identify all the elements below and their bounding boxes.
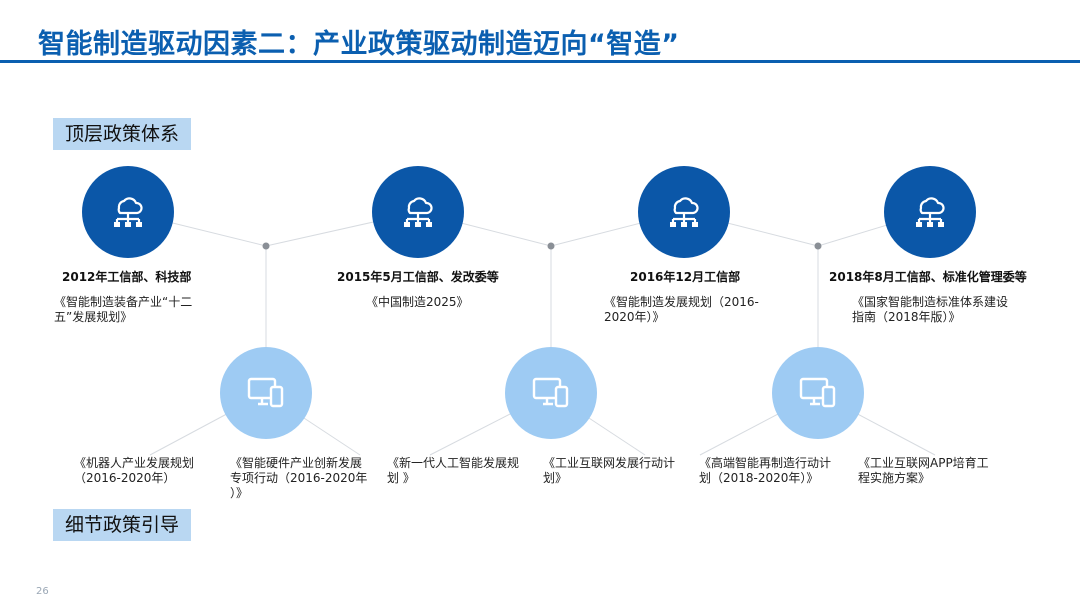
detail-policy-node-2: [505, 347, 597, 439]
page-number: 26: [36, 586, 49, 597]
top-policy-doc-3: 《智能制造发展规划（2016- 2020年）》: [604, 295, 759, 325]
doc-line: 2020年）》: [604, 310, 665, 324]
detail-policy-label: 细节政策引导: [53, 509, 191, 541]
doc-line: 《智能制造装备产业“十二: [54, 295, 193, 309]
detail-policy-doc-2: 《智能硬件产业创新发展 专项行动（2016-2020年 ）》: [230, 456, 367, 501]
top-policy-doc-1: 《智能制造装备产业“十二 五”发展规划》: [54, 295, 192, 325]
top-policy-label: 顶层政策体系: [53, 118, 191, 150]
detail-policy-doc-3: 《新一代人工智能发展规 划 》: [387, 456, 519, 486]
doc-line: 《新一代人工智能发展规: [387, 456, 520, 470]
top-policy-year-2: 2015年5月工信部、发改委等: [337, 270, 499, 284]
doc-line: （2016-2020年）: [74, 471, 176, 485]
top-policy-year-4: 2018年8月工信部、标准化管理委等: [829, 270, 1027, 284]
doc-line: 《智能硬件产业创新发展: [230, 456, 363, 470]
top-policy-node-1: [82, 166, 174, 258]
slide-title: 智能制造驱动因素二：产业政策驱动制造迈向“智造”: [38, 29, 680, 60]
doc-line: 划》: [543, 471, 568, 485]
detail-policy-doc-1: 《机器人产业发展规划 （2016-2020年）: [74, 456, 194, 486]
top-policy-node-2: [372, 166, 464, 258]
title-underline: [0, 60, 1080, 63]
detail-policy-doc-4: 《工业互联网发展行动计 划》: [543, 456, 675, 486]
doc-line: 程实施方案》: [858, 471, 931, 485]
detail-policy-node-3: [772, 347, 864, 439]
top-policy-year-3: 2016年12月工信部: [630, 270, 741, 284]
detail-policy-doc-5: 《高端智能再制造行动计 划（2018-2020年）》: [699, 456, 831, 486]
junction-dot: [547, 242, 555, 250]
doc-line: ）》: [230, 486, 249, 500]
doc-line: 《国家智能制造标准体系建设: [852, 295, 1009, 309]
doc-line: 指南（2018年版）》: [852, 310, 961, 324]
devices-icon: [247, 377, 284, 408]
junction-dot: [814, 242, 822, 250]
cloud-network-icon: [916, 197, 945, 227]
top-policy-year-1: 2012年工信部、科技部: [62, 270, 192, 284]
doc-line: 《机器人产业发展规划: [74, 456, 195, 470]
top-policy-doc-2: 《中国制造2025》: [366, 295, 469, 310]
top-policy-node-4: [884, 166, 976, 258]
detail-policy-doc-6: 《工业互联网APP培育工 程实施方案》: [858, 456, 989, 486]
cloud-network-icon: [670, 197, 699, 227]
junction-dot: [262, 242, 270, 250]
detail-policy-node-1: [220, 347, 312, 439]
doc-line: 《高端智能再制造行动计: [699, 456, 832, 470]
top-policy-doc-4: 《国家智能制造标准体系建设 指南（2018年版）》: [852, 295, 1008, 325]
doc-line: 《中国制造2025》: [366, 295, 469, 309]
doc-line: 《工业互联网APP培育工: [858, 456, 989, 470]
devices-icon: [532, 377, 569, 408]
doc-line: 《智能制造发展规划（2016-: [604, 295, 759, 309]
cloud-network-icon: [114, 197, 143, 227]
top-policy-node-3: [638, 166, 730, 258]
doc-line: 五”发展规划》: [54, 310, 133, 324]
doc-line: 专项行动（2016-2020年: [230, 471, 368, 485]
cloud-network-icon: [404, 197, 433, 227]
devices-icon: [799, 377, 836, 408]
doc-line: 划 》: [387, 471, 415, 485]
doc-line: 《工业互联网发展行动计: [543, 456, 676, 470]
doc-line: 划（2018-2020年）》: [699, 471, 819, 485]
